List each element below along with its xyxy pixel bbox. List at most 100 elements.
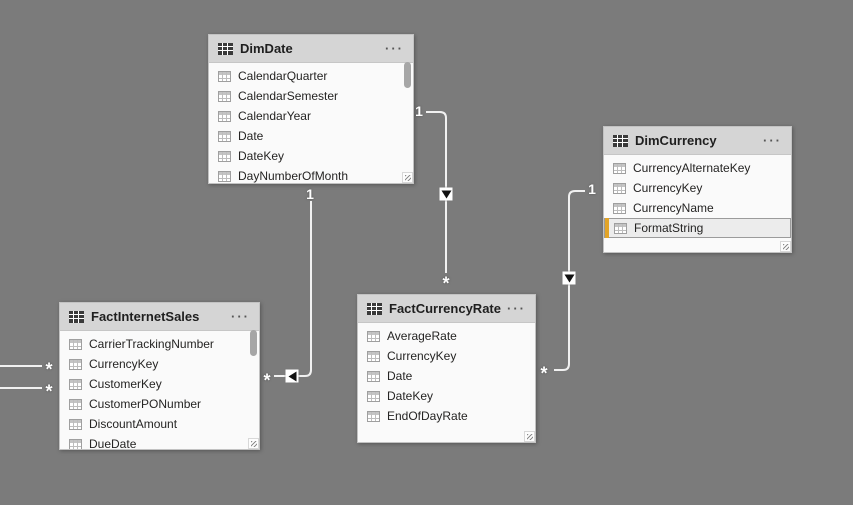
- table-header-dimdate[interactable]: DimDate ···: [209, 35, 413, 63]
- down-triangle-icon: [564, 274, 574, 282]
- filter-direction-arrow-down[interactable]: [562, 271, 576, 285]
- field-grid-icon: [218, 150, 231, 162]
- field-grid-icon: [69, 338, 82, 350]
- field-row-calendarquarter[interactable]: CalendarQuarter: [209, 66, 413, 86]
- table-grid-icon: [367, 302, 382, 315]
- table-field-list: AverageRate CurrencyKey Date DateKey End…: [358, 323, 535, 426]
- table-resize-handle[interactable]: [402, 172, 413, 183]
- field-label: CalendarQuarter: [238, 69, 328, 83]
- field-label: DateKey: [387, 389, 434, 403]
- field-label: EndOfDayRate: [387, 409, 468, 423]
- field-grid-icon: [218, 90, 231, 102]
- field-grid-icon: [218, 110, 231, 122]
- table-field-list: CarrierTrackingNumber CurrencyKey Custom…: [60, 331, 259, 450]
- table-header-factcurrencyrate[interactable]: FactCurrencyRate ···: [358, 295, 535, 323]
- field-label: CalendarSemester: [238, 89, 339, 103]
- field-row-endofdayrate[interactable]: EndOfDayRate: [358, 406, 535, 426]
- vertical-scrollbar-thumb[interactable]: [404, 62, 411, 88]
- field-label: Date: [387, 369, 413, 383]
- table-field-list: CalendarQuarter CalendarSemester Calenda…: [209, 63, 413, 183]
- more-options-button[interactable]: ···: [763, 132, 782, 148]
- table-title: DimCurrency: [635, 133, 717, 148]
- field-row-date[interactable]: Date: [209, 126, 413, 146]
- relationship-line-dimdate-factcurrencyrate[interactable]: [426, 111, 447, 273]
- table-grid-icon: [613, 134, 628, 147]
- field-label: CurrencyKey: [89, 357, 159, 371]
- field-label: CalendarYear: [238, 109, 311, 123]
- field-grid-icon: [367, 390, 380, 402]
- field-grid-icon: [69, 398, 82, 410]
- field-row-carriertrackingnumber[interactable]: CarrierTrackingNumber: [60, 334, 259, 354]
- field-grid-icon: [367, 350, 380, 362]
- field-label: FormatString: [634, 221, 704, 235]
- field-row-currencykey[interactable]: CurrencyKey: [604, 178, 791, 198]
- field-grid-icon: [613, 162, 626, 174]
- field-grid-icon: [613, 202, 626, 214]
- field-label: DiscountAmount: [89, 417, 178, 431]
- table-grid-icon: [218, 42, 233, 55]
- table-resize-handle[interactable]: [524, 431, 535, 442]
- field-row-averagerate[interactable]: AverageRate: [358, 326, 535, 346]
- field-row-currencykey[interactable]: CurrencyKey: [60, 354, 259, 374]
- field-row-date[interactable]: Date: [358, 366, 535, 386]
- field-grid-icon: [218, 70, 231, 82]
- field-row-formatstring-selected[interactable]: FormatString: [604, 218, 791, 238]
- table-resize-handle[interactable]: [248, 438, 259, 449]
- field-row-datekey[interactable]: DateKey: [358, 386, 535, 406]
- field-grid-icon: [367, 370, 380, 382]
- more-options-button[interactable]: ···: [231, 308, 250, 324]
- field-row-calendaryear[interactable]: CalendarYear: [209, 106, 413, 126]
- field-label: CurrencyName: [633, 201, 714, 215]
- field-grid-icon: [69, 438, 82, 449]
- table-card-factcurrencyrate[interactable]: FactCurrencyRate ··· AverageRate Currenc…: [357, 294, 536, 443]
- more-options-button[interactable]: ···: [385, 40, 404, 56]
- field-label: CurrencyKey: [633, 181, 703, 195]
- filter-direction-arrow-left[interactable]: [285, 369, 299, 383]
- field-label: DueDate: [89, 437, 137, 450]
- field-row-datekey[interactable]: DateKey: [209, 146, 413, 166]
- field-label: CurrencyAlternateKey: [633, 161, 751, 175]
- field-row-currencyname[interactable]: CurrencyName: [604, 198, 791, 218]
- field-row-discountamount[interactable]: DiscountAmount: [60, 414, 259, 434]
- table-header-dimcurrency[interactable]: DimCurrency ···: [604, 127, 791, 155]
- field-label: AverageRate: [387, 329, 457, 343]
- table-title: DimDate: [240, 41, 293, 56]
- more-options-button[interactable]: ···: [507, 300, 526, 316]
- field-row-daynumberofmonth[interactable]: DayNumberOfMonth: [209, 166, 413, 183]
- field-row-customerkey[interactable]: CustomerKey: [60, 374, 259, 394]
- left-triangle-icon: [288, 371, 296, 381]
- field-label: CustomerKey: [89, 377, 162, 391]
- table-card-factinternetsales[interactable]: FactInternetSales ··· CarrierTrackingNum…: [59, 302, 260, 450]
- table-title: FactInternetSales: [91, 309, 200, 324]
- selected-field-accent-bar: [605, 218, 609, 238]
- field-label: DateKey: [238, 149, 285, 163]
- field-grid-icon: [613, 182, 626, 194]
- field-grid-icon: [614, 222, 627, 234]
- table-resize-handle[interactable]: [780, 241, 791, 252]
- field-label: CustomerPONumber: [89, 397, 202, 411]
- field-label: Date: [238, 129, 264, 143]
- field-row-calendarsemester[interactable]: CalendarSemester: [209, 86, 413, 106]
- filter-direction-arrow-down[interactable]: [439, 187, 453, 201]
- table-card-dimdate[interactable]: DimDate ··· CalendarQuarter CalendarSeme…: [208, 34, 414, 184]
- field-label: CurrencyKey: [387, 349, 457, 363]
- field-grid-icon: [218, 130, 231, 142]
- field-row-currencyalternatekey[interactable]: CurrencyAlternateKey: [604, 158, 791, 178]
- table-grid-icon: [69, 310, 84, 323]
- field-grid-icon: [218, 170, 231, 182]
- field-row-customerponumber[interactable]: CustomerPONumber: [60, 394, 259, 414]
- field-row-currencykey[interactable]: CurrencyKey: [358, 346, 535, 366]
- vertical-scrollbar-thumb[interactable]: [250, 330, 257, 356]
- field-row-duedate[interactable]: DueDate: [60, 434, 259, 450]
- field-grid-icon: [367, 330, 380, 342]
- table-field-list: CurrencyAlternateKey CurrencyKey Currenc…: [604, 155, 791, 238]
- field-label: DayNumberOfMonth: [238, 169, 349, 183]
- field-grid-icon: [69, 418, 82, 430]
- relationship-line-dimdate-factinternetsales[interactable]: [274, 201, 312, 377]
- table-header-factinternetsales[interactable]: FactInternetSales ···: [60, 303, 259, 331]
- table-card-dimcurrency[interactable]: DimCurrency ··· CurrencyAlternateKey Cur…: [603, 126, 792, 253]
- field-grid-icon: [69, 378, 82, 390]
- down-triangle-icon: [441, 190, 451, 198]
- field-grid-icon: [367, 410, 380, 422]
- field-label: CarrierTrackingNumber: [89, 337, 214, 351]
